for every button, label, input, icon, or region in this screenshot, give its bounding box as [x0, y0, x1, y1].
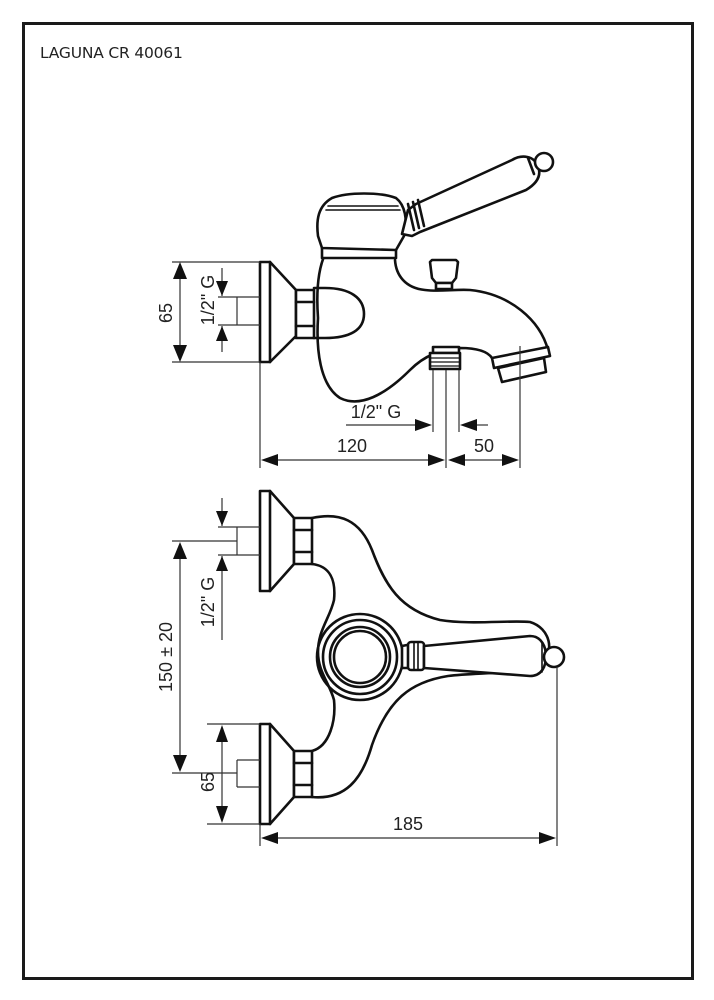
dim-side-inlet-label: 1/2" G: [198, 275, 218, 325]
dim-top-inlet: 1/2" G: [198, 498, 260, 640]
top-body-outline: [310, 514, 551, 799]
top-lever-handle: [400, 634, 566, 678]
dim-side-spout-offset: 50: [448, 436, 519, 466]
top-upper-flange: [258, 489, 314, 593]
drawing-frame: [22, 22, 694, 980]
top-cartridge: [315, 612, 405, 702]
side-lever-handle: [400, 151, 555, 238]
dim-side-height: 65: [156, 261, 260, 363]
dim-top-inlet-label: 1/2" G: [198, 577, 218, 627]
side-body: [315, 250, 494, 403]
dim-top-depth-label: 185: [393, 814, 423, 834]
dim-side-height-label: 65: [156, 303, 176, 323]
side-wall-flange: [258, 260, 298, 364]
side-hex-nut: [294, 288, 316, 340]
dim-top-center-distance-label: 150 ± 20: [156, 622, 176, 692]
dim-side-spout-offset-label: 50: [474, 436, 494, 456]
dim-top-center-distance: 150 ± 20: [156, 540, 237, 774]
side-outlet-thread: [428, 345, 462, 371]
dim-side-outlet-label: 1/2" G: [351, 402, 401, 422]
side-spout-nozzle: [490, 345, 552, 468]
dim-top-depth: 185: [259, 667, 558, 846]
side-diverter-knob: [428, 258, 460, 291]
dim-side-inlet: 1/2" G: [198, 268, 260, 352]
side-spout-top: [393, 258, 550, 352]
side-connection: [312, 286, 366, 340]
side-cartridge-head: [316, 192, 408, 252]
dim-side-projection: 120: [259, 362, 445, 468]
drawing-title: LAGUNA CR 40061: [40, 44, 183, 62]
dim-side-outlet: 1/2" G: [346, 370, 488, 468]
top-lower-flange: [258, 722, 314, 826]
top-view: 1/2" G 150 ± 20 65: [156, 489, 566, 846]
dim-top-height: 65: [198, 723, 260, 825]
dim-side-projection-label: 120: [337, 436, 367, 456]
top-lower-inlet-stub: [236, 759, 260, 788]
dim-top-height-label: 65: [198, 772, 218, 792]
side-view: 65 1/2" G 1/2" G: [156, 151, 555, 468]
